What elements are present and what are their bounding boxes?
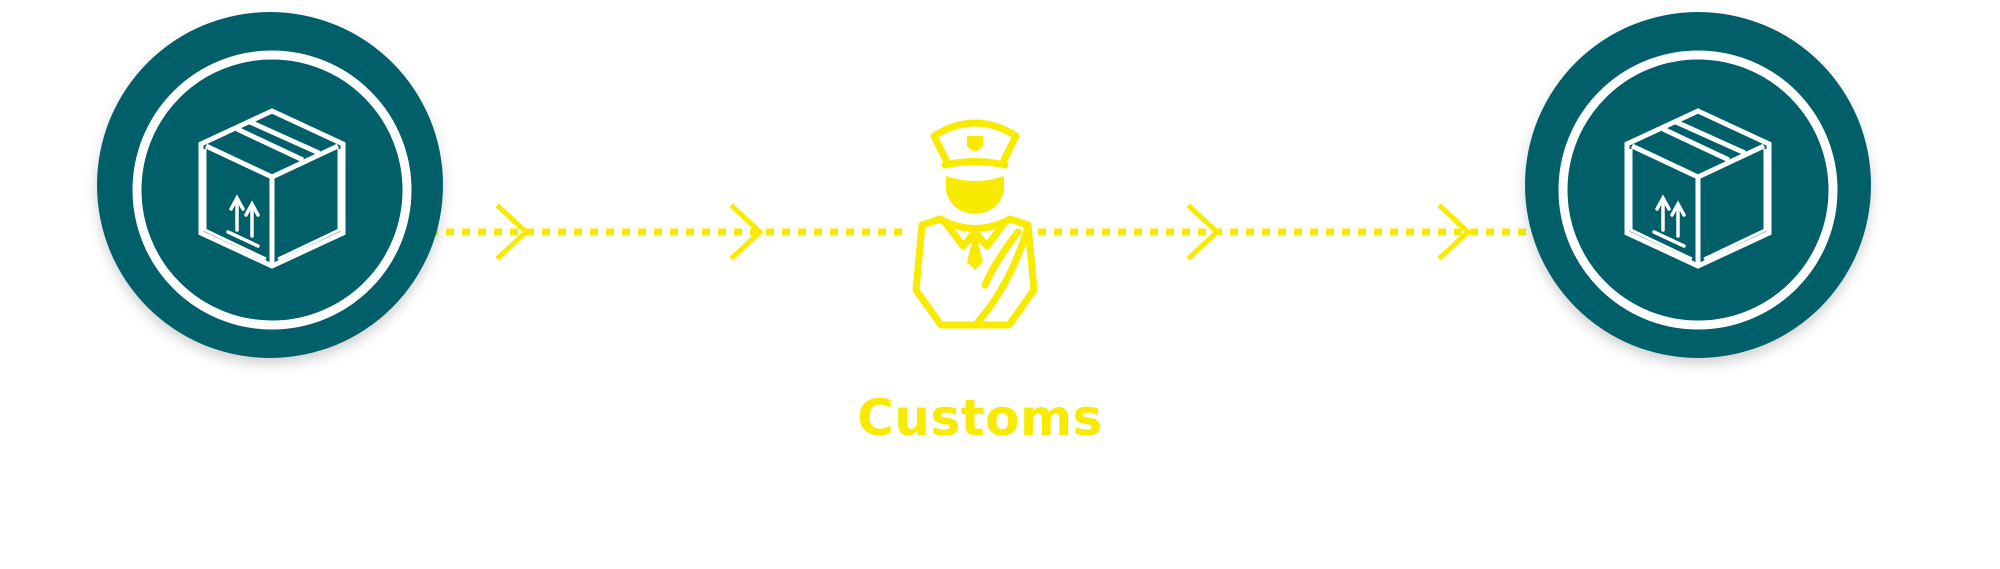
- flow-arrow-2: [729, 203, 764, 261]
- flow-arrow-3: [1186, 203, 1221, 261]
- customs-officer-icon: [905, 118, 1038, 330]
- flow-arrow-4: [1437, 203, 1472, 261]
- flow-arrow-1: [495, 203, 530, 261]
- package-box-icon: [198, 108, 346, 269]
- origin-package-node: [97, 12, 443, 358]
- destination-package-node: [1525, 12, 1871, 358]
- package-box-icon: [1624, 108, 1772, 269]
- origin-ring: [132, 50, 412, 330]
- customs-label: Customs: [857, 389, 1103, 447]
- destination-ring: [1558, 50, 1838, 330]
- flow-arrows: [495, 203, 1472, 261]
